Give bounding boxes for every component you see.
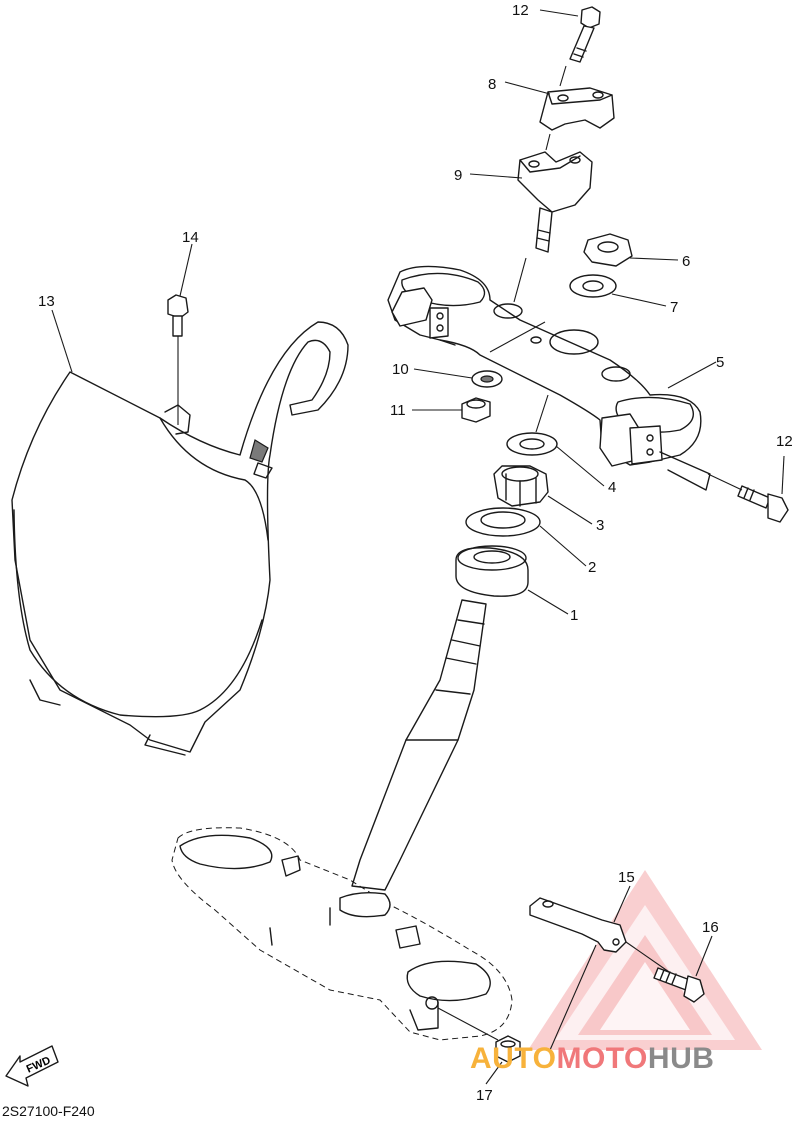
callout-leaders — [51, 9, 785, 1085]
callout-13: 13 — [38, 293, 55, 310]
callout-7: 7 — [670, 299, 678, 316]
number-plate — [11, 321, 349, 756]
leader-axis-a — [489, 321, 546, 353]
washer-4 — [506, 432, 558, 456]
bearing-1 — [455, 545, 529, 597]
bolt-14 — [167, 294, 189, 425]
nut-17 — [495, 1035, 521, 1063]
leader-axis-b — [535, 394, 549, 433]
diagram-code: 2S27100-F240 — [2, 1103, 95, 1119]
watermark-auto: AUTOMOTOHUB — [470, 1042, 714, 1075]
callout-5: 5 — [716, 354, 724, 371]
callout-14: 14 — [182, 229, 199, 246]
bolt-16 — [653, 967, 705, 1003]
callout-6: 6 — [682, 253, 690, 270]
collar-11 — [461, 397, 491, 423]
callout-8: 8 — [488, 76, 496, 93]
callout-9: 9 — [454, 167, 462, 184]
callout-16: 16 — [702, 919, 719, 936]
watermark-text: AUTOMOTOHUB — [470, 1042, 714, 1075]
callout-15: 15 — [618, 869, 635, 886]
upper-bracket-5 — [387, 265, 711, 491]
handlebar-lower-holder-9 — [513, 133, 593, 303]
fwd-arrow: FWD — [5, 1045, 59, 1087]
callout-12-top: 12 — [512, 2, 529, 19]
bolt-12-right — [707, 473, 789, 523]
callout-11: 11 — [390, 402, 406, 419]
callout-2: 2 — [588, 559, 596, 576]
bearing-cover-2 — [465, 507, 541, 537]
handlebar-upper-holder-8 — [539, 65, 615, 131]
callout-3: 3 — [596, 517, 604, 534]
nut-6 — [583, 233, 633, 267]
callout-17: 17 — [476, 1087, 493, 1104]
callout-4: 4 — [608, 479, 616, 496]
watermark-logo — [528, 870, 762, 1050]
hose-guide-15 — [529, 897, 673, 1051]
steering-stem — [351, 599, 487, 891]
washer-10 — [471, 370, 503, 388]
callout-12-right: 12 — [776, 433, 793, 450]
washer-7 — [569, 274, 617, 298]
ring-nut-3 — [493, 465, 549, 507]
bolt-12-top — [569, 6, 601, 63]
callout-10: 10 — [392, 361, 409, 378]
callout-1: 1 — [570, 607, 578, 624]
lower-bracket — [171, 827, 513, 1041]
callout-labels: 12 8 9 6 7 5 10 11 12 4 3 2 1 13 14 15 1… — [38, 2, 793, 1104]
